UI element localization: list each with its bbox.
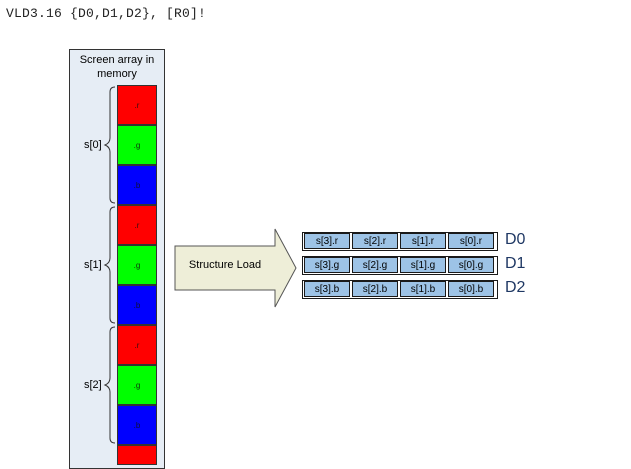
register-name-d2: D2 bbox=[505, 279, 526, 296]
memory-cell: .r bbox=[117, 85, 157, 125]
structure-braces bbox=[103, 86, 116, 444]
memory-cell: .r bbox=[117, 325, 157, 365]
register-lane: s[0].b bbox=[448, 281, 494, 297]
memory-cell: .g bbox=[117, 245, 157, 285]
memory-cell: .r bbox=[117, 205, 157, 245]
register-name-d0: D0 bbox=[505, 231, 526, 248]
register-lane: s[2].b bbox=[352, 281, 398, 297]
register-lane: s[0].r bbox=[448, 233, 494, 249]
structure-label-s0: s[0] bbox=[84, 139, 102, 151]
register-lane: s[0].g bbox=[448, 257, 494, 273]
memory-cell bbox=[117, 445, 157, 465]
memory-cell: .g bbox=[117, 365, 157, 405]
brace-s2 bbox=[103, 326, 116, 444]
memory-cell: .b bbox=[117, 405, 157, 445]
register-lane: s[2].g bbox=[352, 257, 398, 273]
brace-s0 bbox=[103, 86, 116, 204]
memory-cell: .b bbox=[117, 165, 157, 205]
register-name-d1: D1 bbox=[505, 255, 526, 272]
structure-load-arrow bbox=[174, 228, 297, 308]
register-lane: s[3].b bbox=[304, 281, 350, 297]
structure-label-s1: s[1] bbox=[84, 259, 102, 271]
structure-load-label: Structure Load bbox=[188, 259, 262, 271]
memory-title-line-2: memory bbox=[97, 68, 137, 80]
register-lane: s[2].r bbox=[352, 233, 398, 249]
structure-label-s2: s[2] bbox=[84, 379, 102, 391]
register-lane: s[1].r bbox=[400, 233, 446, 249]
memory-panel-title: Screen array in memory bbox=[69, 53, 165, 81]
memory-title-line-1: Screen array in bbox=[79, 54, 155, 66]
memory-cell: .b bbox=[117, 285, 157, 325]
register-lane: s[3].g bbox=[304, 257, 350, 273]
memory-cell: .g bbox=[117, 125, 157, 165]
register-lane: s[1].g bbox=[400, 257, 446, 273]
instruction-text: VLD3.16 {D0,D1,D2}, [R0]! bbox=[6, 6, 207, 21]
register-lane: s[3].r bbox=[304, 233, 350, 249]
brace-s1 bbox=[103, 206, 116, 324]
register-lane: s[1].b bbox=[400, 281, 446, 297]
